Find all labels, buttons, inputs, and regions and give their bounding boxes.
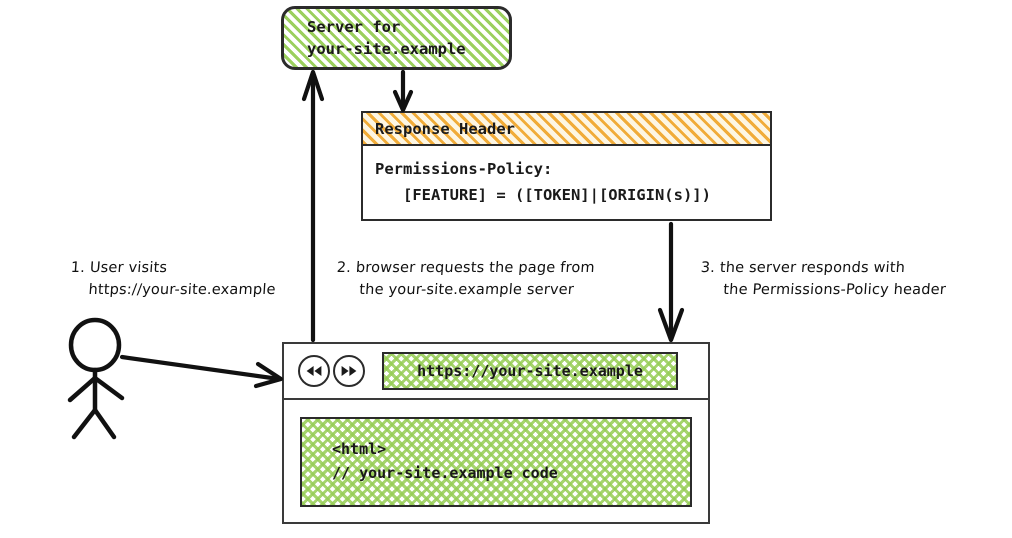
page-code-line-2: // your-site.example code	[332, 463, 558, 482]
response-header-card: Response Header Permissions-Policy: [FEA…	[361, 111, 772, 221]
stick-figure-head	[68, 317, 122, 373]
stick-figure-leg-right	[92, 407, 117, 440]
page-code-line-1: <html>	[332, 439, 387, 458]
browser-window: https://your-site.example <html> // your…	[282, 342, 710, 524]
stick-figure-arm-left	[67, 375, 98, 403]
arrow-server-to-response-header	[392, 69, 414, 113]
server-node: Server for your-site.example	[281, 6, 512, 70]
arrow-response-header-to-browser	[657, 221, 685, 343]
step-3-label: 3. the server responds with the Permissi…	[698, 260, 947, 298]
step-2-label: 2. browser requests the page from the yo…	[334, 260, 596, 298]
browser-toolbar: https://your-site.example	[284, 344, 708, 400]
url-text: https://your-site.example	[417, 362, 643, 380]
response-header-line-1: Permissions-Policy:	[375, 160, 553, 179]
server-node-label: Server for your-site.example	[307, 17, 466, 58]
response-header-title: Response Header	[375, 119, 515, 138]
stick-figure-user	[67, 317, 125, 440]
response-header-line-2: [FEATURE] = ([TOKEN]|[ORIGIN(s)])	[375, 185, 711, 204]
page-content: <html> // your-site.example code	[300, 416, 692, 507]
rewind-icon[interactable]	[298, 355, 330, 387]
fast-forward-icon[interactable]	[333, 355, 365, 387]
response-header-body: Permissions-Policy: [FEATURE] = ([TOKEN]…	[363, 144, 770, 221]
stick-figure-leg-left	[71, 407, 98, 440]
stick-figure-arm-right	[92, 375, 125, 401]
arrow-user-to-browser	[119, 354, 284, 389]
browser-viewport: <html> // your-site.example code	[284, 400, 708, 523]
response-header-title-bar: Response Header	[363, 113, 770, 146]
url-bar[interactable]: https://your-site.example	[382, 352, 678, 390]
step-1-label: 1. User visits https://your-site.example	[68, 260, 277, 298]
